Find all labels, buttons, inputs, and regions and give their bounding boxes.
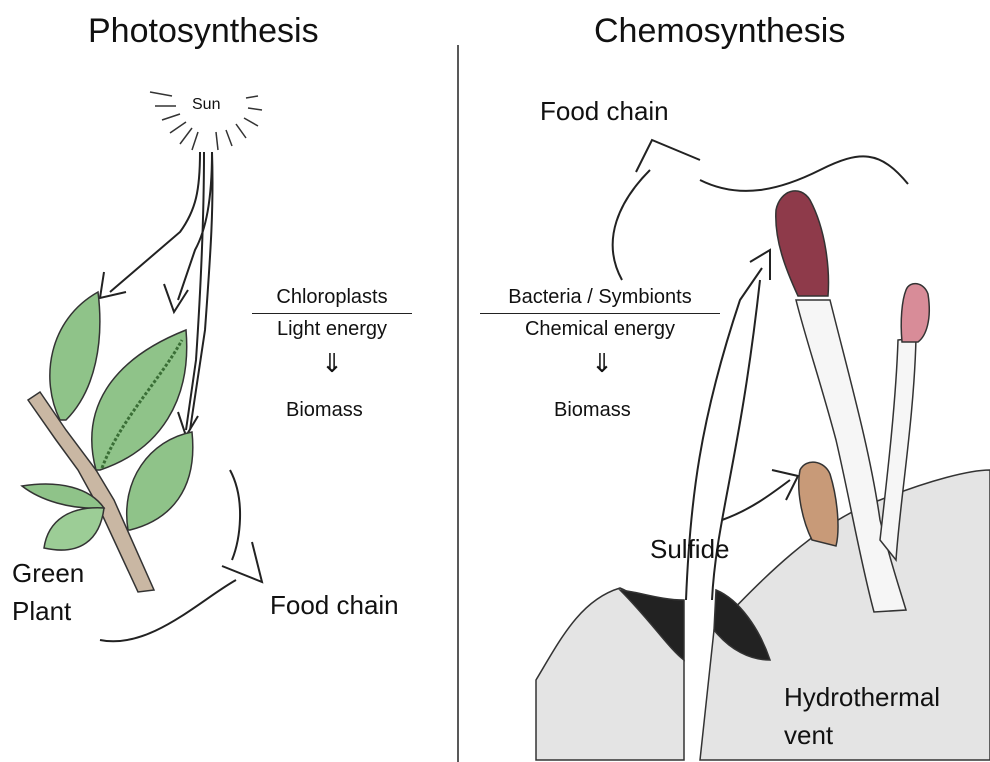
bacteria-symbionts-label: Bacteria / Symbionts xyxy=(480,286,720,314)
food-chain-label-left: Food chain xyxy=(270,592,399,618)
hydrothermal-label: Hydrothermal xyxy=(784,684,940,710)
chemical-energy-label: Chemical energy xyxy=(480,314,720,341)
light-energy-label: Light energy xyxy=(252,314,412,341)
sulfide-label: Sulfide xyxy=(650,536,730,562)
photosynthesis-down-arrow: ⇓ xyxy=(312,350,352,376)
sun-label: Sun xyxy=(192,97,220,113)
photosynthesis-process: Chloroplasts Light energy xyxy=(252,286,412,341)
hydrothermal-vent-rock xyxy=(536,470,990,760)
plant-label: Plant xyxy=(12,598,71,624)
chemosynthesis-down-arrow: ⇓ xyxy=(582,350,622,376)
chemosynthesis-title: Chemosynthesis xyxy=(594,14,845,48)
green-label: Green xyxy=(12,560,84,586)
chloroplasts-label: Chloroplasts xyxy=(252,286,412,314)
photosynthesis-biomass: Biomass xyxy=(286,400,363,420)
vent-label: vent xyxy=(784,722,833,748)
food-chain-label-right: Food chain xyxy=(540,98,669,124)
food-chain-arrow-right xyxy=(613,140,908,280)
chemosynthesis-biomass: Biomass xyxy=(554,400,631,420)
photosynthesis-title: Photosynthesis xyxy=(88,14,319,48)
chemosynthesis-process: Bacteria / Symbionts Chemical energy xyxy=(480,286,720,341)
